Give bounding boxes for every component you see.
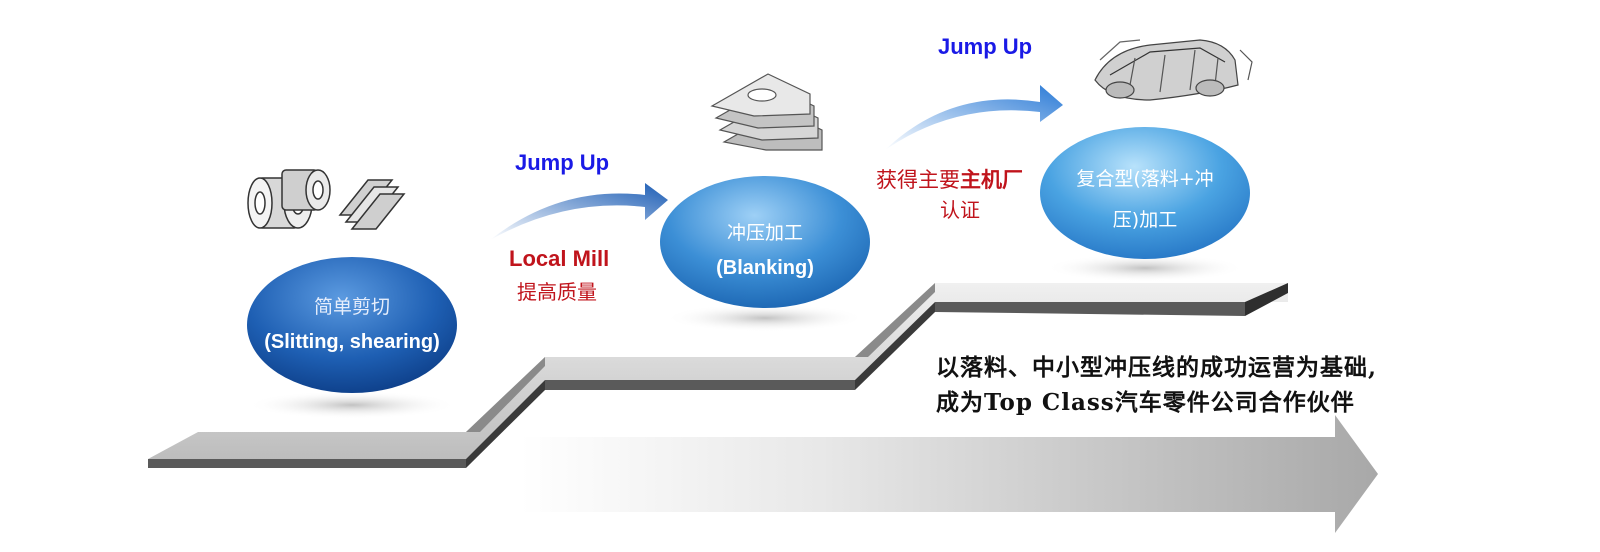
stage-oval-2	[660, 176, 870, 308]
stage-2-label: 冲压加工 (Blanking)	[660, 218, 870, 280]
summary-line1: 以落料、中小型冲压线的成功运营为基础,	[936, 354, 1378, 381]
jump-arrow-2	[885, 85, 1063, 150]
progress-arrow	[520, 415, 1378, 533]
jump-arrow-1	[490, 183, 668, 240]
stage-oval-1	[247, 257, 457, 393]
stage-3-label: 复合型(落料+冲 压)加工	[1040, 164, 1250, 232]
oem-certification-line2: 认证	[940, 198, 980, 222]
jump-up-label-1: Jump Up	[515, 150, 610, 175]
jump-up-label-2: Jump Up	[938, 34, 1033, 59]
local-mill-title: Local Mill	[509, 246, 610, 271]
stage-1-line1: 简单剪切	[313, 296, 390, 318]
blank-plates-icon	[710, 73, 823, 151]
oem-text-part2: 主机厂	[960, 168, 1023, 192]
stair-platform	[148, 283, 1288, 468]
oval-shadow-1	[247, 391, 457, 419]
oval-shadow-2	[665, 304, 865, 332]
oem-text-part1: 获得主要	[876, 168, 960, 192]
local-mill-subtitle: 提高质量	[517, 280, 597, 304]
steel-coil-icon	[247, 169, 406, 230]
oval-shadow-3	[1045, 254, 1245, 282]
stage-oval-3	[1040, 127, 1250, 259]
stage-3-line1: 复合型(落料+冲	[1076, 168, 1214, 190]
car-body-icon	[1094, 39, 1253, 101]
stage-2-line2: (Blanking)	[716, 257, 814, 279]
stage-1-label: 简单剪切 (Slitting, shearing)	[247, 292, 457, 354]
stage-2-line1: 冲压加工	[726, 222, 803, 244]
oem-certification-line1: 获得主要主机厂	[876, 164, 1023, 194]
stage-1-line2: (Slitting, shearing)	[264, 331, 440, 353]
stage-3-line2: 压)加工	[1112, 209, 1178, 231]
summary-line2: 成为Top Class汽车零件公司合作伙伴	[936, 389, 1355, 416]
